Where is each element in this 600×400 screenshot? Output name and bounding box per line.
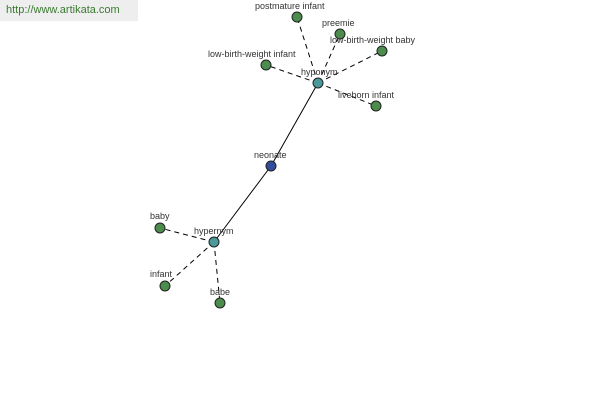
leaf-label-liveborn-infant[interactable]: liveborn infant	[338, 90, 395, 100]
leaf-label-low-birth-weight-infant[interactable]: low-birth-weight infant	[208, 49, 296, 59]
graph-edges	[159, 16, 383, 304]
leaf-label-postmature-infant[interactable]: postmature infant	[255, 1, 325, 11]
graph-nodes	[154, 11, 388, 309]
relation-node-hyponym[interactable]	[312, 77, 324, 89]
edge-hypernym-babe	[213, 241, 221, 304]
leaf-node-baby[interactable]	[154, 222, 166, 234]
leaf-node-infant[interactable]	[159, 280, 171, 292]
leaf-node-preemie[interactable]	[334, 28, 346, 40]
leaf-node-postmature-infant[interactable]	[291, 11, 303, 23]
center-label-neonate[interactable]: neonate	[254, 150, 287, 160]
edge-hyponym-low-birth-weight-infant	[265, 64, 319, 84]
edge-hyponym-low-birth-weight-baby	[317, 50, 383, 84]
relation-label-hyponym[interactable]: hyponym	[301, 67, 338, 77]
edge-hypernym-infant	[164, 241, 215, 287]
edge-neonate-hyponym	[270, 82, 319, 167]
leaf-node-low-birth-weight-baby[interactable]	[376, 45, 388, 57]
leaf-node-low-birth-weight-infant[interactable]	[260, 59, 272, 71]
graph-labels: postmature infant preemie low-birth-weight…	[150, 1, 416, 297]
edge-hypernym-baby	[159, 227, 215, 243]
relation-label-hypernym[interactable]: hypernym	[194, 226, 234, 236]
leaf-node-liveborn-infant[interactable]	[370, 100, 382, 112]
leaf-label-infant[interactable]: infant	[150, 269, 173, 279]
leaf-label-babe[interactable]: babe	[210, 287, 230, 297]
site-url-link[interactable]: http://www.artikata.com	[0, 0, 138, 21]
center-node-neonate[interactable]	[265, 160, 277, 172]
edge-neonate-hypernym	[213, 165, 272, 243]
leaf-node-babe[interactable]	[214, 297, 226, 309]
leaf-label-preemie[interactable]: preemie	[322, 18, 355, 28]
edge-hyponym-postmature-infant	[296, 16, 319, 84]
leaf-label-baby[interactable]: baby	[150, 211, 170, 221]
edge-hyponym-liveborn-infant	[317, 82, 377, 107]
leaf-label-low-birth-weight-baby[interactable]: low-birth-weight baby	[330, 35, 416, 45]
relation-node-hypernym[interactable]	[208, 236, 220, 248]
